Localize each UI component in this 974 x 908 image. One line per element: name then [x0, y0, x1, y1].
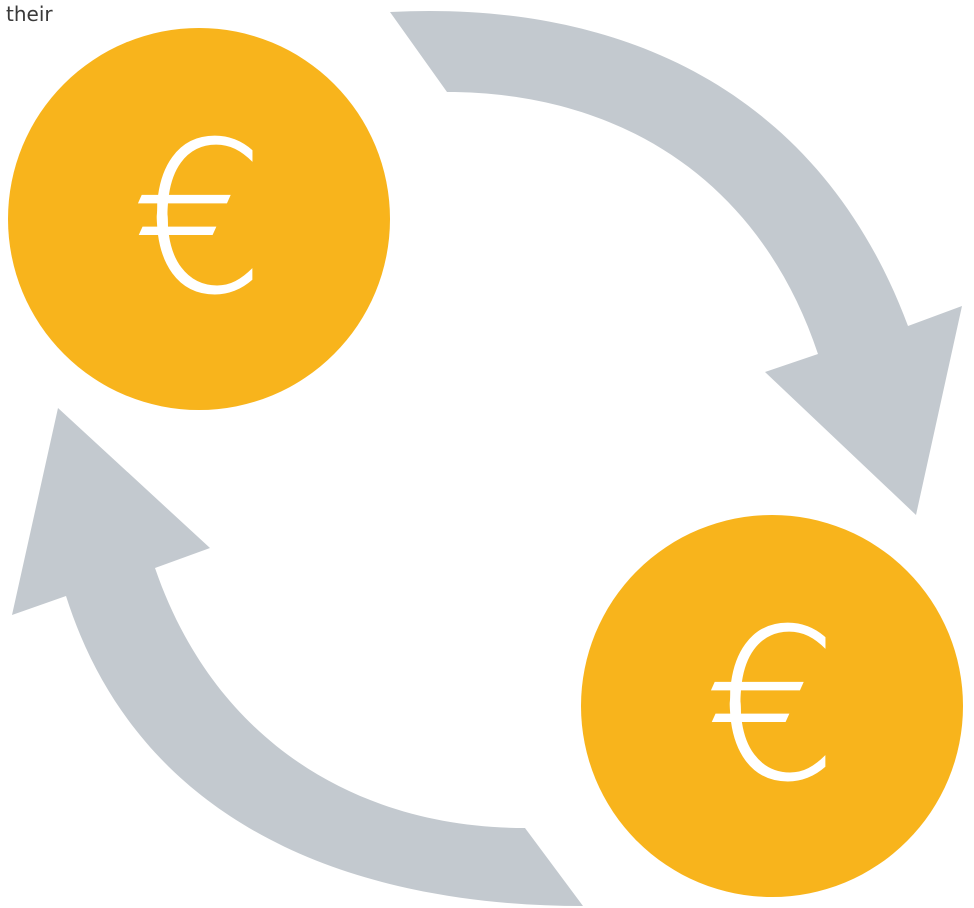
caption-text: their	[6, 2, 53, 26]
coin-top-left-symbol: €	[132, 97, 266, 342]
coin-bottom-right	[581, 515, 963, 897]
arrow-top-right-icon	[390, 10, 962, 516]
coin-top-left	[8, 28, 390, 410]
euro-coin-bottom-right-icon: €	[581, 515, 963, 897]
euro-coin-top-left-icon: €	[8, 28, 390, 410]
coin-bottom-right-symbol: €	[705, 584, 839, 829]
arrow-bottom-left-icon	[12, 408, 583, 906]
